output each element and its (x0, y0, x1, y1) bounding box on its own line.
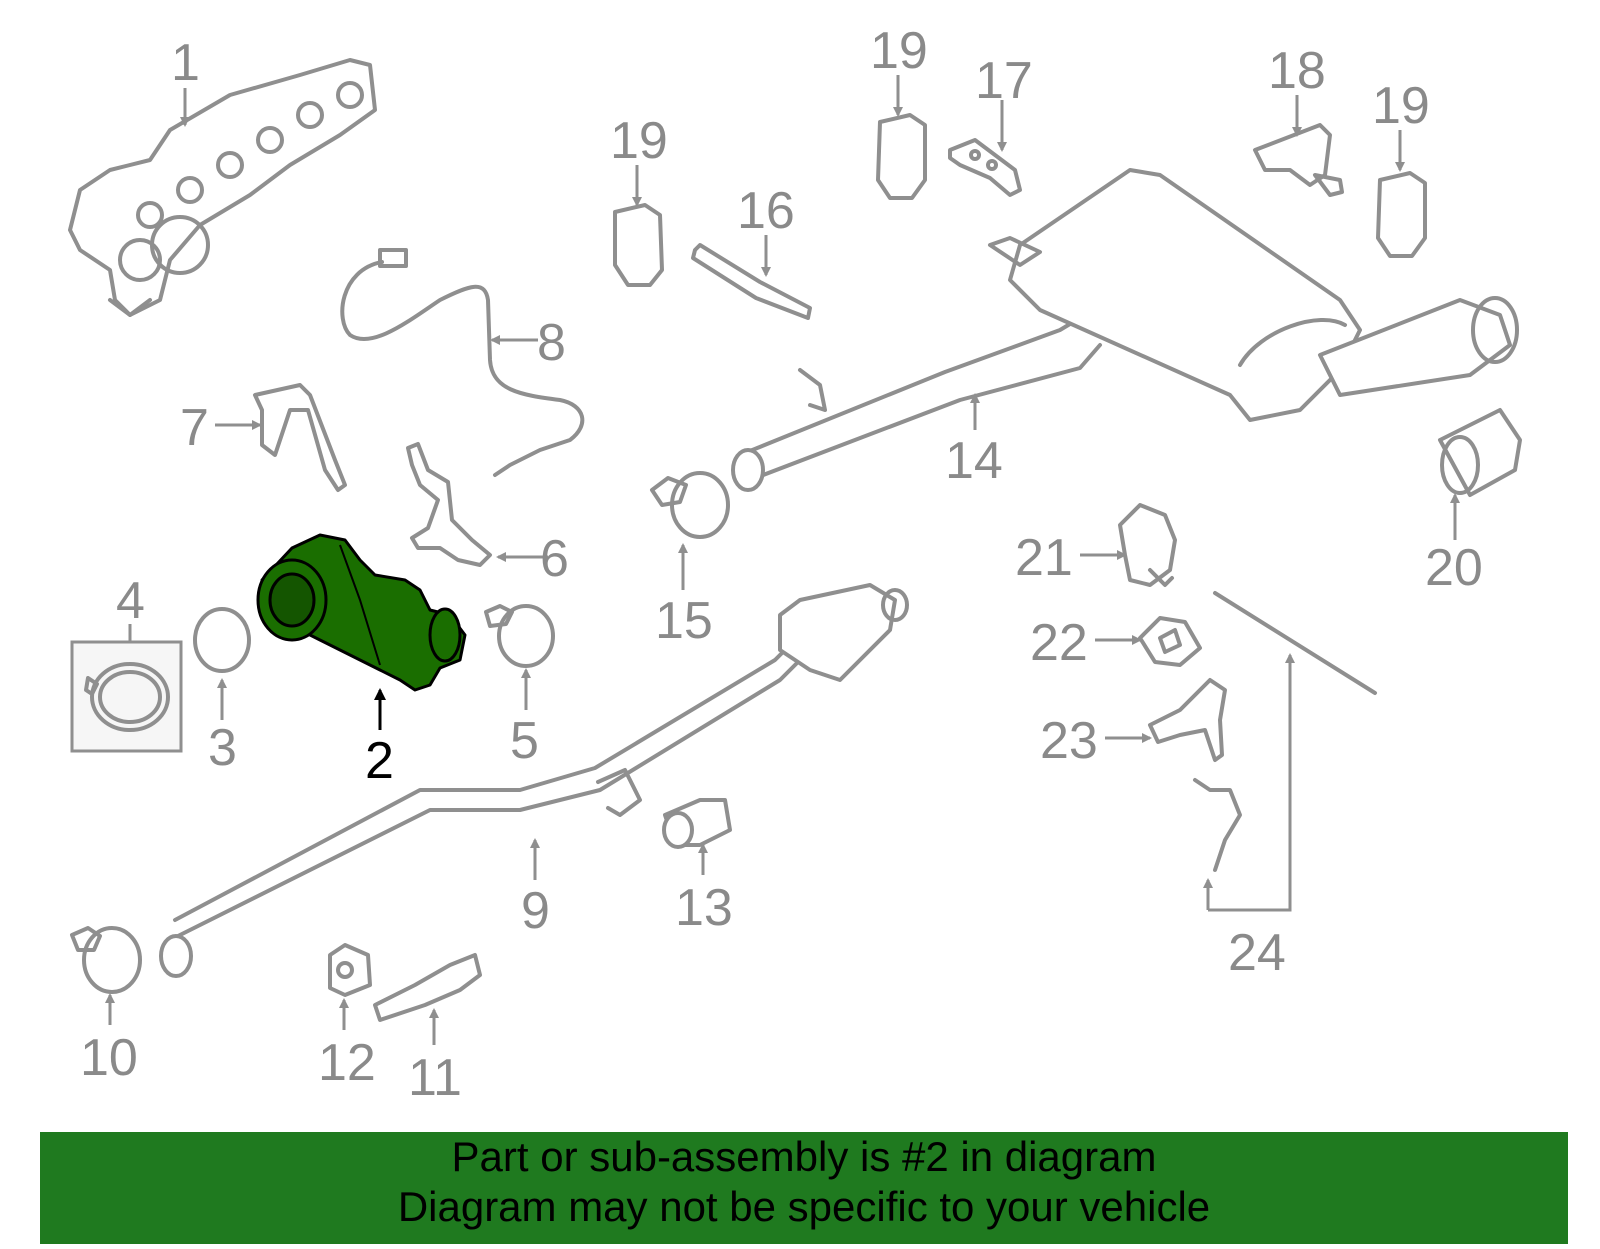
callout-12: 12 (318, 1034, 376, 1092)
part-15-clamp[interactable] (650, 471, 730, 539)
callout-3: 3 (208, 719, 237, 777)
callout-5: 5 (510, 712, 539, 770)
part-2-catalytic-converter[interactable] (256, 533, 467, 692)
callout-7: 7 (180, 399, 209, 457)
callout-20: 20 (1425, 539, 1483, 597)
part-3-gasket[interactable] (193, 607, 251, 673)
part-17-bracket[interactable] (948, 138, 1022, 197)
part-13-rubber-mount[interactable] (662, 798, 732, 849)
part-18-bracket[interactable] (1253, 123, 1344, 197)
part-8-oxygen-sensor[interactable] (340, 248, 585, 477)
callout-13: 13 (675, 879, 733, 937)
part-9-intermediate-pipe[interactable] (159, 583, 909, 978)
callout-11: 11 (408, 1049, 462, 1107)
callout-2-highlighted: 2 (365, 732, 394, 790)
callout-22: 22 (1030, 614, 1088, 672)
part-11-heat-shield[interactable] (373, 953, 482, 1022)
callout-labels: 1 2 3 4 5 6 7 8 9 10 11 12 13 14 15 16 1… (80, 22, 1483, 1107)
callout-19-center: 19 (870, 22, 928, 80)
part-1-exhaust-manifold[interactable] (68, 58, 377, 317)
callout-10: 10 (80, 1029, 138, 1087)
callout-24: 24 (1228, 924, 1286, 982)
part-19-insulator-center[interactable] (876, 113, 927, 200)
callout-18: 18 (1268, 42, 1326, 100)
part-14-rear-muffler[interactable] (731, 168, 1519, 492)
part-22-bracket[interactable] (1138, 616, 1202, 667)
part-7-oxygen-sensor[interactable] (253, 383, 347, 492)
part-24-vacuum-hose[interactable] (1193, 591, 1377, 872)
part-20-tailpipe-tip[interactable] (1438, 408, 1522, 497)
part-6-bracket[interactable] (406, 442, 492, 567)
callout-17: 17 (975, 52, 1033, 110)
callout-19-right: 19 (1372, 77, 1430, 135)
part-19-insulator-right[interactable] (1376, 171, 1427, 258)
callout-4: 4 (116, 572, 145, 630)
part-19-insulator-left[interactable] (613, 203, 664, 287)
callout-14: 14 (945, 432, 1003, 490)
callout-21: 21 (1015, 529, 1073, 587)
part-5-clamp[interactable] (484, 604, 555, 668)
callout-9: 9 (521, 882, 550, 940)
part-12-hanger[interactable] (328, 943, 372, 997)
callout-6: 6 (540, 530, 569, 588)
part-16-hanger-rod[interactable] (691, 243, 812, 320)
banner-line-1: Part or sub-assembly is #2 in diagram (451, 1133, 1157, 1180)
part-10-clamp[interactable] (70, 926, 142, 994)
callout-19-left: 19 (610, 112, 668, 170)
callout-8: 8 (537, 314, 566, 372)
callout-1: 1 (171, 34, 200, 92)
part-4-clamp-kit[interactable] (70, 640, 183, 753)
callout-16: 16 (737, 182, 795, 240)
part-21-valve[interactable] (1118, 503, 1177, 587)
leader-lines (105, 75, 1460, 1045)
banner-line-2: Diagram may not be specific to your vehi… (397, 1183, 1211, 1230)
part-23-bracket[interactable] (1148, 678, 1227, 762)
info-banner: Part or sub-assembly is #2 in diagram Di… (40, 1132, 1568, 1244)
callout-23: 23 (1040, 712, 1098, 770)
callout-15: 15 (655, 592, 713, 650)
